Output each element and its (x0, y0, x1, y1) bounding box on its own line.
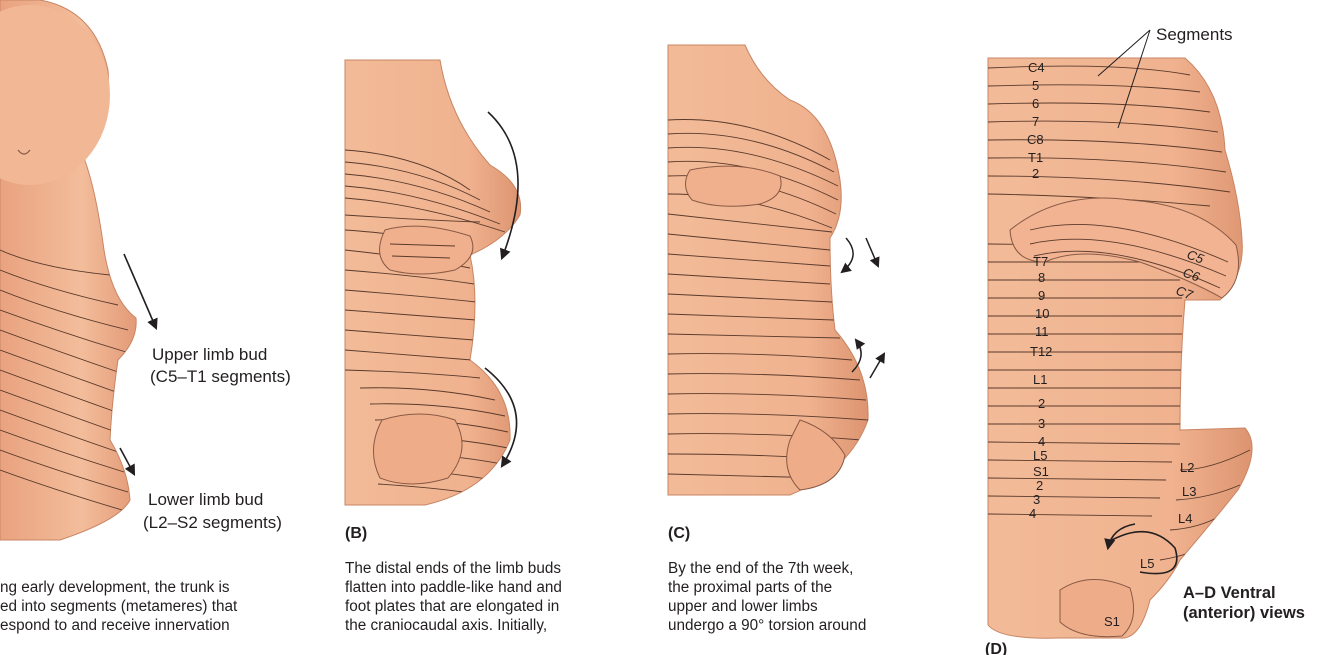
ventral-views-line: (anterior) views (1183, 603, 1305, 623)
panel-b-caption-line: flatten into paddle-like hand and (345, 578, 562, 597)
segment-label: 11 (1035, 324, 1049, 339)
leg-segment-label: L3 (1182, 484, 1196, 499)
panel-c: (C) (668, 45, 884, 542)
panel-a-caption-line: espond to and receive innervation (0, 616, 230, 635)
segment-label: 10 (1035, 306, 1049, 321)
panel-a-head (0, 5, 110, 185)
segment-label: L1 (1033, 372, 1047, 387)
segment-label: 2 (1036, 478, 1043, 493)
panel-b-caption-line: the craniocaudal axis. Initially, (345, 616, 547, 635)
panel-c-caption-line: the proximal parts of the (668, 578, 832, 597)
panel-c-embryo-body (668, 45, 868, 495)
leg-segment-label: L5 (1140, 556, 1154, 571)
segment-label: C8 (1027, 132, 1044, 147)
panel-c-caption-line: undergo a 90° torsion around (668, 616, 866, 635)
panel-d: Segments C4 5 6 7 C8 T1 2 T7 8 9 10 11 T… (985, 25, 1252, 655)
panel-c-caption-line: upper and lower limbs (668, 597, 818, 616)
panel-a-caption-line: ng early development, the trunk is (0, 578, 230, 597)
segment-label: L5 (1033, 448, 1047, 463)
segment-label: 8 (1038, 270, 1045, 285)
panel-c-caption-line: By the end of the 7th week, (668, 559, 853, 578)
panel-c-upper-down-arrow (866, 238, 878, 266)
panel-b-hand-plate (380, 226, 473, 274)
segment-label: 3 (1033, 492, 1040, 507)
leg-segment-label: L4 (1178, 511, 1192, 526)
segment-label: T12 (1030, 344, 1052, 359)
lower-limb-bud-segments: (L2–S2 segments) (143, 513, 282, 532)
segment-label: 7 (1032, 114, 1039, 129)
segment-label: 4 (1038, 434, 1045, 449)
panel-b-foot-plate (373, 414, 462, 484)
panel-c-lower-up-arrow (870, 354, 884, 378)
panel-c-hand (685, 166, 781, 206)
segments-callout-label: Segments (1156, 25, 1233, 44)
segment-label: 5 (1032, 78, 1039, 93)
segment-label: T7 (1033, 254, 1048, 269)
panel-a-caption-line: ed into segments (metameres) that (0, 597, 237, 616)
lower-limb-bud-label: Lower limb bud (148, 490, 263, 509)
ventral-views-note: A–D Ventral (anterior) views (1183, 583, 1305, 623)
segment-label: 6 (1032, 96, 1039, 111)
leg-segment-label: S1 (1104, 614, 1120, 629)
upper-limb-bud-segments: (C5–T1 segments) (150, 367, 291, 386)
upper-limb-bud-label: Upper limb bud (152, 345, 267, 364)
panel-b-caption-line: The distal ends of the limb buds (345, 559, 561, 578)
segment-label: T1 (1028, 150, 1043, 165)
panel-b-label: (B) (345, 525, 367, 542)
panel-c-upper-rotation-arrow (842, 238, 853, 272)
segment-label: C4 (1028, 60, 1045, 75)
panel-b: (B) (345, 60, 521, 542)
segment-label: 9 (1038, 288, 1045, 303)
panel-d-foot (1060, 579, 1134, 636)
segment-label: 2 (1038, 396, 1045, 411)
panel-a: Upper limb bud (C5–T1 segments) Lower li… (0, 0, 291, 540)
ventral-views-line: A–D Ventral (1183, 583, 1305, 603)
segment-label: 4 (1029, 506, 1036, 521)
segment-label: 2 (1032, 166, 1039, 181)
panel-d-label: (D) (985, 641, 1007, 655)
panel-b-caption-line: foot plates that are elongated in (345, 597, 559, 616)
segment-label: 3 (1038, 416, 1045, 431)
leg-segment-label: L2 (1180, 460, 1194, 475)
segment-label: S1 (1033, 464, 1049, 479)
panel-c-label: (C) (668, 525, 690, 542)
